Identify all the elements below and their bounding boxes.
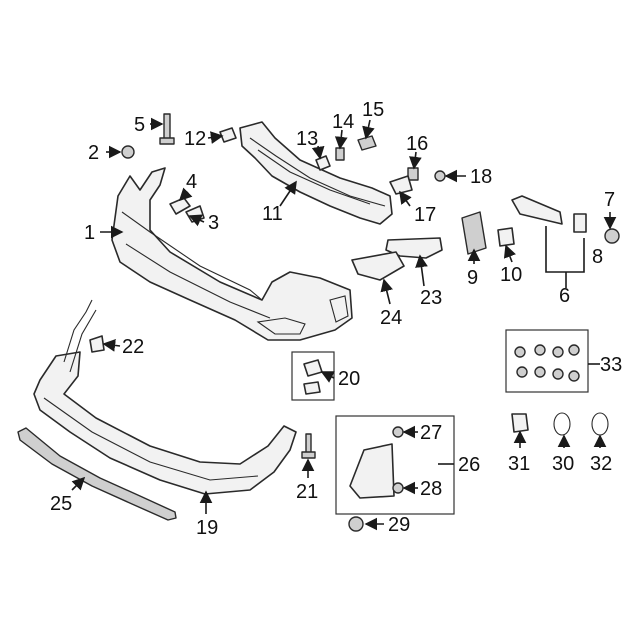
callout-7: 7 xyxy=(604,189,615,211)
callout-24: 24 xyxy=(380,307,402,329)
lower-molding-strip xyxy=(17,427,177,521)
leader-lines xyxy=(71,117,617,531)
callout-10: 10 xyxy=(500,264,522,286)
lower-valance xyxy=(33,299,297,495)
callout-26: 26 xyxy=(458,454,480,476)
callout-25: 25 xyxy=(50,493,72,515)
callout-4: 4 xyxy=(186,171,197,193)
callout-8: 8 xyxy=(592,246,603,268)
callout-19: 19 xyxy=(196,517,218,539)
callout-30: 30 xyxy=(552,453,574,475)
callout-3: 3 xyxy=(208,212,219,234)
callout-labels: 1 2 3 4 5 6 7 8 9 10 11 12 13 14 15 16 1… xyxy=(50,99,622,539)
callout-1: 1 xyxy=(84,222,95,244)
callout-31: 31 xyxy=(508,453,530,475)
upper-bumper-cover xyxy=(111,167,353,341)
callout-11: 11 xyxy=(262,203,283,225)
box-33 xyxy=(505,329,589,393)
callout-21: 21 xyxy=(296,481,318,503)
callout-33: 33 xyxy=(600,354,622,376)
box-26 xyxy=(335,415,455,515)
callout-23: 23 xyxy=(420,287,442,309)
callout-9: 9 xyxy=(467,267,478,289)
callout-12: 12 xyxy=(184,128,206,150)
impact-absorber xyxy=(239,121,393,225)
callout-13: 13 xyxy=(296,128,318,150)
callout-18: 18 xyxy=(470,166,492,188)
callout-6: 6 xyxy=(559,285,570,307)
hardware-items xyxy=(89,113,620,532)
callout-28: 28 xyxy=(420,478,442,500)
callout-27: 27 xyxy=(420,422,442,444)
callout-14: 14 xyxy=(332,111,354,133)
callout-20: 20 xyxy=(338,368,360,390)
callout-16: 16 xyxy=(406,133,428,155)
callout-29: 29 xyxy=(388,514,410,536)
callout-22: 22 xyxy=(122,336,144,358)
callout-32: 32 xyxy=(590,453,612,475)
callout-2: 2 xyxy=(88,142,99,164)
callout-17: 17 xyxy=(414,204,436,226)
callout-5: 5 xyxy=(134,114,145,136)
callout-15: 15 xyxy=(362,99,384,121)
